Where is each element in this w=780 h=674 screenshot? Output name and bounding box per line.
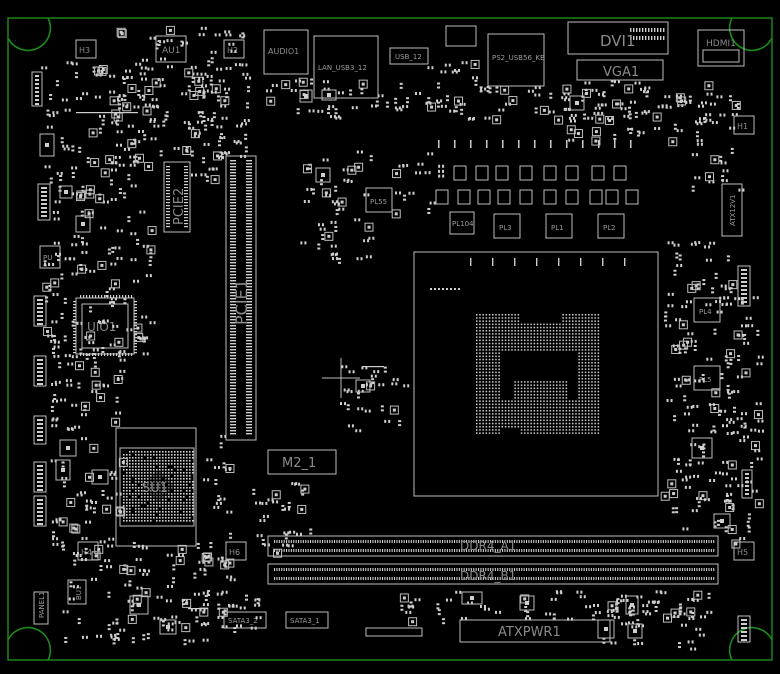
atx12v-label: ATX12V1 bbox=[729, 195, 737, 226]
ddr4-b1-pins bbox=[274, 568, 715, 580]
h3-label: H3 bbox=[79, 46, 90, 55]
vga-label: VGA1 bbox=[603, 65, 639, 80]
mount-hole-tr bbox=[728, 17, 773, 52]
ddr4-b1-slot bbox=[267, 563, 719, 585]
pcie2-pins bbox=[166, 166, 188, 228]
h6-hole bbox=[225, 541, 247, 561]
dvi-pins bbox=[630, 28, 665, 40]
pcie2-label: PCIE2 bbox=[172, 188, 187, 225]
vrm-capacitor-row bbox=[435, 140, 639, 205]
h2-label: H2 bbox=[227, 46, 238, 55]
audio-label: AUDIO1 bbox=[268, 47, 299, 56]
ddr4-b1-label: DDR4_B1 bbox=[460, 569, 516, 583]
atx-power-label: ATXPWR1 bbox=[498, 625, 561, 640]
sata1-connector bbox=[285, 611, 329, 629]
pl55-label: PL55 bbox=[370, 198, 387, 206]
pl55-choke bbox=[365, 187, 393, 213]
lan-usb-connector bbox=[313, 35, 379, 99]
h4-hole bbox=[77, 541, 99, 561]
hdmi-label: HDMI1 bbox=[706, 39, 736, 49]
pl1-label: PL1 bbox=[551, 224, 564, 232]
panel-header bbox=[33, 591, 49, 625]
chipset-label: SU1 bbox=[142, 481, 168, 496]
mount-hole-br bbox=[728, 626, 773, 661]
ps2-label: PS2_USB56_KB bbox=[492, 54, 545, 62]
vga-connector bbox=[576, 59, 664, 81]
pl3-label: PL3 bbox=[499, 224, 512, 232]
cpu-socket-pins bbox=[430, 258, 626, 434]
pl104-label: PL104 bbox=[452, 220, 474, 228]
bottom-header bbox=[365, 627, 423, 637]
lan-label: LAN_USB3_12 bbox=[318, 64, 367, 72]
pcie1-label: PCIE1 bbox=[232, 279, 251, 325]
atx-power-connector bbox=[459, 619, 611, 643]
pl2-label: PL2 bbox=[603, 224, 616, 232]
chipset-bga bbox=[119, 447, 195, 527]
board-outline bbox=[7, 17, 773, 661]
uio1-core bbox=[81, 303, 129, 349]
sata2-connector bbox=[223, 611, 267, 629]
mount-hole-tl bbox=[7, 17, 52, 52]
bu1-component bbox=[67, 579, 87, 605]
ddr4-a1-pins bbox=[274, 540, 715, 552]
panel-label: PANEL1 bbox=[38, 591, 46, 618]
cpu-socket-outline bbox=[413, 251, 659, 497]
h3-hole bbox=[75, 39, 97, 59]
pcie1-pins bbox=[230, 160, 252, 435]
chipset-balls bbox=[123, 451, 194, 522]
pcie2-slot bbox=[163, 161, 191, 233]
pl1-choke bbox=[545, 213, 573, 239]
bu1-label: BU1 bbox=[75, 586, 83, 600]
pl5-choke bbox=[693, 365, 721, 391]
audio-connector bbox=[263, 29, 309, 75]
h5-hole bbox=[733, 541, 755, 561]
hdmi-inner bbox=[702, 49, 740, 63]
sata2-label: SATA3_2 bbox=[228, 617, 258, 625]
pl5-label: PL5 bbox=[699, 376, 712, 384]
ps2-connector bbox=[487, 33, 545, 87]
h1-label: H1 bbox=[737, 122, 748, 131]
dvi-label: DVI1 bbox=[600, 32, 636, 50]
sata1-label: SATA3_1 bbox=[290, 617, 320, 625]
dvi-connector bbox=[567, 21, 669, 55]
ddr4-a1-label: DDR4_A1 bbox=[460, 539, 516, 553]
chipset-frame bbox=[115, 427, 197, 547]
hdmi-connector bbox=[697, 29, 745, 67]
h5-label: H5 bbox=[737, 548, 748, 557]
pl4-choke bbox=[693, 297, 721, 323]
uio1-label: UIO1 bbox=[87, 320, 116, 334]
smd-components bbox=[39, 25, 765, 651]
pl104-choke bbox=[449, 211, 475, 235]
fiducial-crosshair bbox=[322, 358, 360, 398]
h6-label: H6 bbox=[229, 548, 240, 557]
pl2-choke bbox=[597, 213, 625, 239]
left-headers bbox=[31, 71, 753, 643]
au1-label: AU1 bbox=[162, 46, 180, 56]
pl4-label: PL4 bbox=[699, 308, 712, 316]
usb12-label: USB_12 bbox=[395, 53, 422, 61]
pu-label: PU bbox=[43, 254, 52, 262]
pl3-choke bbox=[493, 213, 521, 239]
atx12v-connector bbox=[721, 183, 743, 237]
m2-slot bbox=[267, 449, 337, 475]
h2-hole bbox=[223, 39, 245, 59]
mount-hole-bl bbox=[7, 626, 52, 661]
m2-label: M2_1 bbox=[282, 456, 316, 471]
ps2-header bbox=[445, 25, 477, 47]
h1-hole bbox=[733, 115, 755, 135]
usb12-connector bbox=[389, 47, 429, 65]
